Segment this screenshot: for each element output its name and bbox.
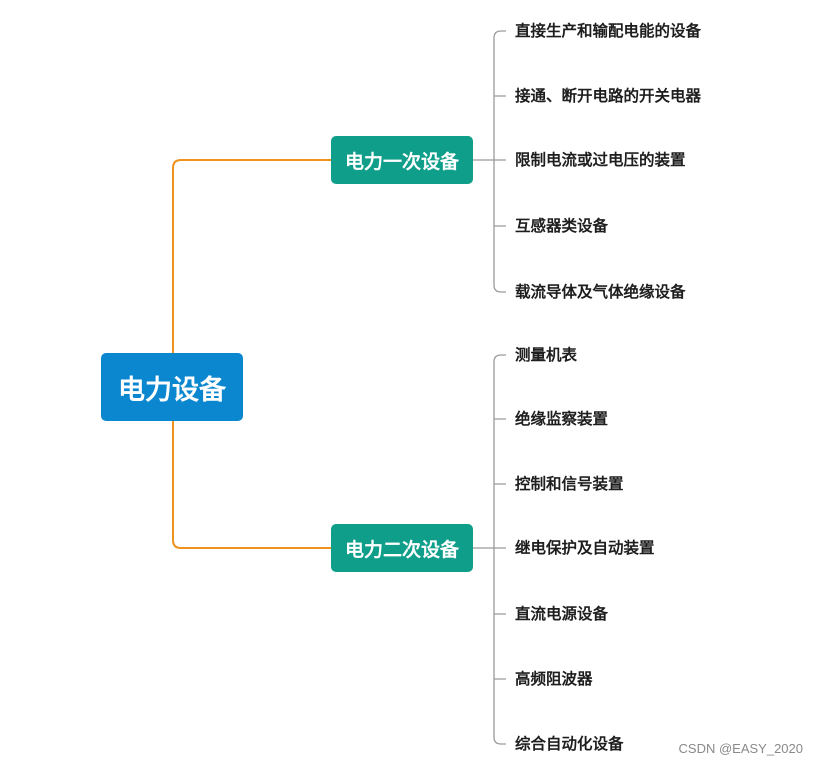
leaf-item[interactable]: 互感器类设备 [515, 217, 609, 235]
branch-2-bracket [493, 354, 506, 745]
leaf-item[interactable]: 限制电流或过电压的装置 [515, 151, 686, 169]
leaf-item[interactable]: 直接生产和输配电能的设备 [515, 22, 702, 40]
leaf-item[interactable]: 控制和信号装置 [515, 475, 624, 493]
branch-1-leaf-ticks [494, 95, 506, 227]
root-node-label: 电力设备 [118, 374, 226, 406]
watermark-text: CSDN @EASY_2020 [678, 741, 803, 756]
leaf-item[interactable]: 绝缘监察装置 [515, 410, 609, 428]
branch-node-primary-equipment[interactable]: 电力一次设备 [331, 136, 473, 184]
root-branch-2-connector [172, 421, 331, 549]
leaf-item[interactable]: 综合自动化设备 [515, 735, 624, 753]
leaf-item[interactable]: 载流导体及气体绝缘设备 [515, 283, 686, 301]
branch-node-label: 电力一次设备 [344, 150, 459, 173]
branch-node-secondary-equipment[interactable]: 电力二次设备 [331, 524, 473, 572]
leaf-item[interactable]: 接通、断开电路的开关电器 [515, 87, 702, 105]
branch-node-label: 电力二次设备 [344, 538, 459, 561]
leaf-item[interactable]: 测量机表 [515, 346, 578, 364]
leaf-item[interactable]: 高频阻波器 [515, 670, 593, 688]
leaf-item[interactable]: 直流电源设备 [515, 605, 609, 623]
leaf-item[interactable]: 继电保护及自动装置 [515, 539, 655, 557]
root-branch-1-connector [172, 159, 331, 353]
root-node[interactable]: 电力设备 [101, 353, 243, 421]
branch-1-bracket [493, 30, 506, 293]
branch-2-leaf-ticks [494, 418, 506, 680]
